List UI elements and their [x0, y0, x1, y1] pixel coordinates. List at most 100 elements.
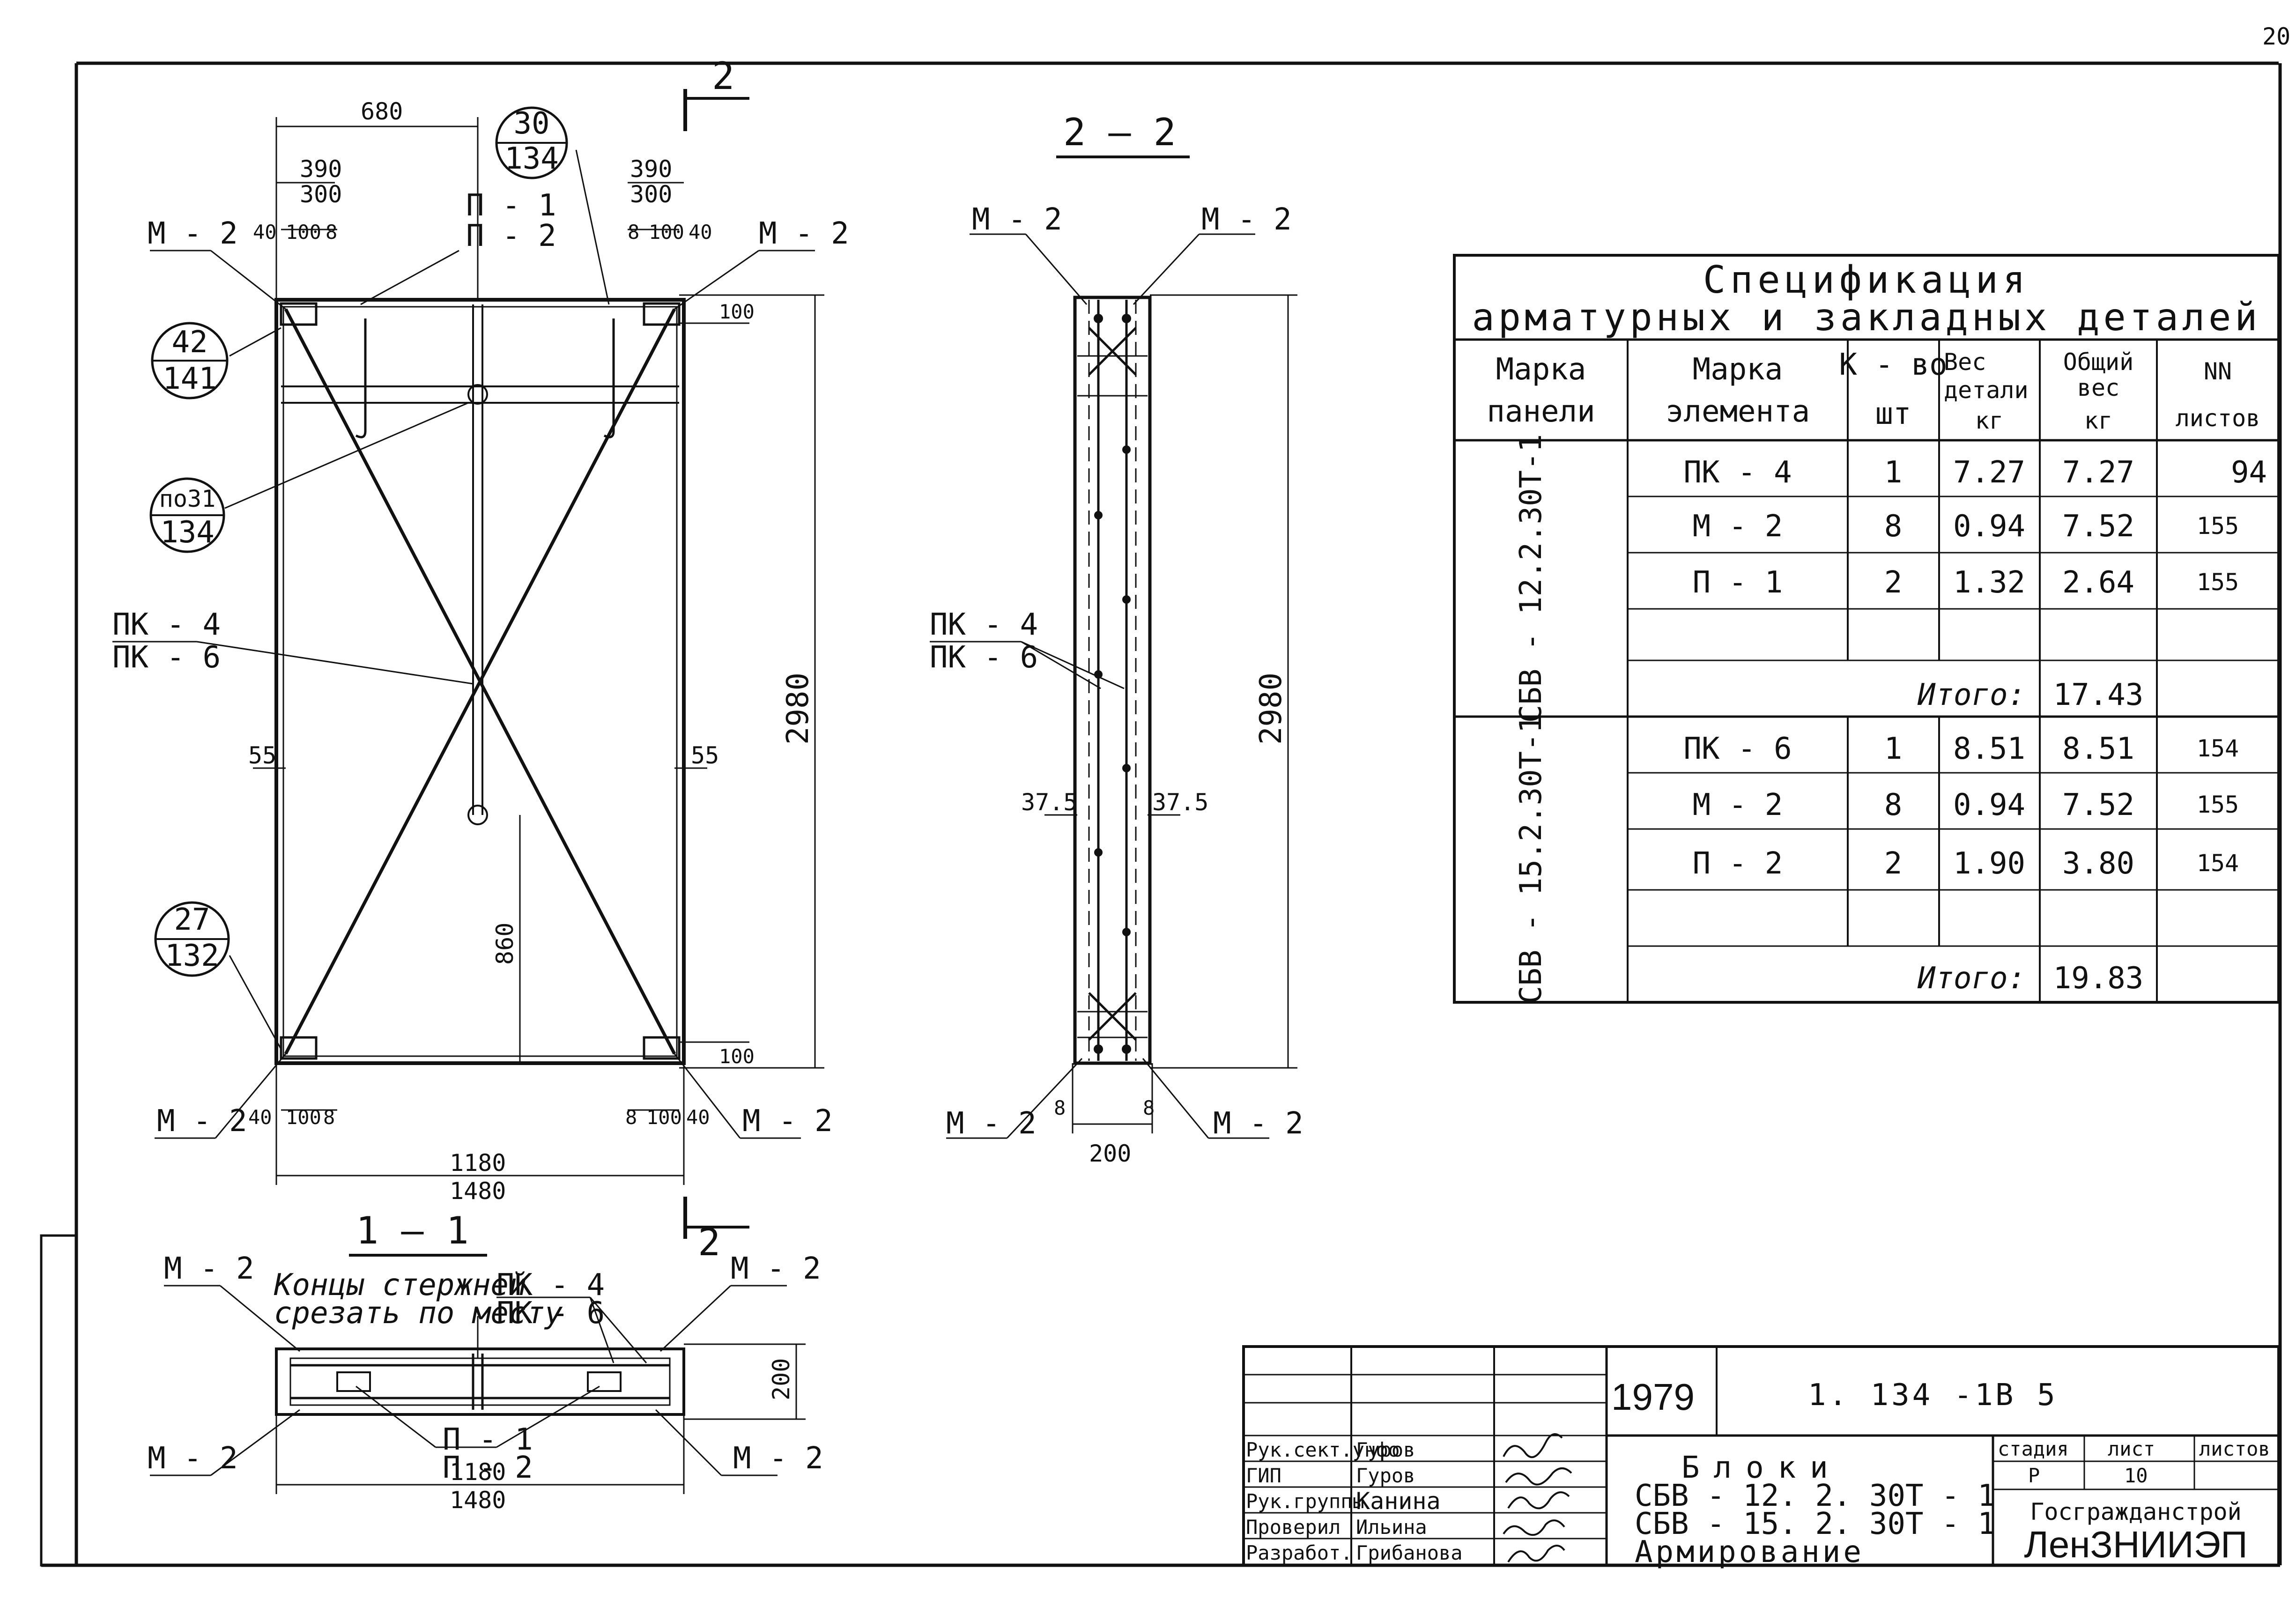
- svg-text:1.32: 1.32: [1953, 565, 2025, 600]
- spec-title-line2: арматурных и закладных деталей: [1472, 296, 2261, 339]
- section-22-title: 2 — 2: [1063, 111, 1176, 154]
- dim-680: 680: [361, 98, 403, 125]
- svg-text:8: 8: [1884, 788, 1903, 822]
- svg-text:детали: детали: [1944, 377, 2029, 404]
- bubble-42-141: 42 141: [151, 322, 229, 400]
- dim-100-top: 100: [719, 300, 755, 323]
- svg-text:0.94: 0.94: [1953, 788, 2025, 822]
- svg-text:42: 42: [171, 325, 207, 360]
- total-value: 19.83: [2053, 961, 2144, 996]
- svg-text:шт: шт: [1875, 397, 1911, 431]
- svg-text:155: 155: [2197, 791, 2239, 818]
- panel-mark: СБВ - 15.2.30Т-1: [1514, 715, 1548, 1004]
- plan-labels: М - 2 М - 2 М - 2 М - 2 П - 1 П - 2 ПК -…: [112, 188, 849, 1139]
- stage-header: стадия: [1998, 1437, 2069, 1460]
- svg-text:7.52: 7.52: [2062, 788, 2134, 822]
- s11-dim-1480: 1480: [450, 1487, 506, 1514]
- s22-pk4: ПК - 4: [930, 607, 1038, 642]
- svg-text:Общий: Общий: [2063, 348, 2134, 376]
- s11-note-line1: Концы стержней: [274, 1268, 526, 1303]
- label-pk6: ПК - 6: [112, 640, 221, 675]
- dim-390-left: 390: [300, 155, 342, 183]
- org-line2: ЛенЗНИИЭП: [2024, 1524, 2247, 1565]
- name-1: Гуров: [1356, 1438, 1415, 1461]
- name-4: Ильина: [1356, 1516, 1427, 1539]
- role-1: Рук.сект.унфо: [1246, 1438, 1400, 1461]
- panel-mark: СБВ - 12.2.30Т-1: [1514, 434, 1548, 723]
- table-row: П - 2 2 1.90 3.80 154: [1693, 846, 2239, 881]
- svg-text:7.27: 7.27: [2062, 455, 2134, 490]
- section-11-labels: М - 2 М - 2 М - 2 М - 2 Концы стержней с…: [148, 1251, 823, 1514]
- spec-group-1: СБВ - 12.2.30Т-1 ПК - 4 1 7.27 7.27 94 М…: [1514, 434, 2267, 723]
- role-3: Рук.группы: [1246, 1490, 1364, 1513]
- svg-text:134: 134: [160, 515, 215, 550]
- s11-pk6: ПК - 6: [496, 1296, 605, 1331]
- label-m2-tr: М - 2: [759, 216, 849, 251]
- dim-1480: 1480: [450, 1177, 506, 1205]
- dim-1180: 1180: [450, 1149, 506, 1177]
- svg-text:154: 154: [2197, 735, 2239, 762]
- dim-8-tl: 8: [326, 221, 337, 244]
- s11-p1: П - 1: [443, 1422, 533, 1457]
- name-2: Гуров: [1356, 1464, 1415, 1487]
- svg-text:2.64: 2.64: [2062, 565, 2134, 600]
- s22-dim-37-5-right: 37.5: [1152, 789, 1208, 816]
- svg-text:П - 1: П - 1: [1693, 565, 1783, 600]
- dim-100-bl: 100: [286, 1106, 321, 1129]
- s22-dim-37-5-left: 37.5: [1021, 789, 1077, 816]
- svg-text:30: 30: [513, 106, 549, 141]
- label-m2-tl: М - 2: [148, 216, 238, 251]
- s22-pk6: ПК - 6: [930, 640, 1038, 675]
- dim-55-left: 55: [248, 742, 276, 769]
- bubble-30-134: 30 134: [495, 106, 568, 179]
- svg-text:Марка: Марка: [1496, 352, 1586, 387]
- svg-text:М - 2: М - 2: [1693, 509, 1783, 544]
- svg-text:141: 141: [163, 362, 217, 396]
- section-22-view: [930, 233, 1297, 1139]
- sheet-value: 10: [2124, 1464, 2148, 1487]
- total-value: 17.43: [2053, 678, 2144, 712]
- svg-text:элемента: элемента: [1666, 394, 1810, 429]
- table-row: ПК - 4 1 7.27 7.27 94: [1683, 455, 2267, 490]
- svg-text:2: 2: [1884, 846, 1903, 881]
- svg-text:К - во: К - во: [1839, 348, 1947, 382]
- dim-100-tr: 100: [649, 221, 684, 244]
- dim-100-tl: 100: [286, 221, 321, 244]
- rebar-dots: [1094, 314, 1131, 1054]
- svg-text:NN: NN: [2204, 358, 2232, 385]
- svg-text:кг: кг: [2084, 407, 2112, 434]
- svg-text:3.80: 3.80: [2062, 846, 2134, 881]
- s22-m2-br: М - 2: [1213, 1106, 1304, 1141]
- s11-p2: П - 2: [443, 1451, 533, 1485]
- section-22-labels: М - 2 М - 2 М - 2 М - 2 ПК - 4 ПК - 6 29…: [930, 202, 1304, 1167]
- dim-100-bottom: 100: [719, 1045, 755, 1068]
- svg-text:панели: панели: [1487, 394, 1595, 429]
- plan-view: [112, 89, 824, 1239]
- dim-40-tr: 40: [689, 221, 712, 244]
- role-5: Разработ.: [1246, 1541, 1353, 1564]
- cut-mark-bottom: 2: [698, 1221, 720, 1264]
- s11-m2-tr: М - 2: [731, 1251, 821, 1286]
- sheet-number: 20: [2262, 23, 2290, 50]
- title-block: [1242, 1345, 2280, 1567]
- title-block-text: 1979 1. 134 -1 В 5 Рук.сект.унфо ГИП Рук…: [1246, 1376, 2270, 1569]
- svg-text:7.27: 7.27: [1953, 455, 2025, 490]
- s22-m2-tl: М - 2: [972, 202, 1062, 237]
- title-line2: СБВ - 12. 2. 30Т - 1: [1635, 1479, 1996, 1513]
- s11-note-line2: срезать по месту: [274, 1296, 563, 1331]
- svg-text:8.51: 8.51: [2062, 732, 2134, 766]
- org-line1: Госгражданстрой: [2030, 1498, 2242, 1525]
- label-m2-br: М - 2: [742, 1104, 833, 1139]
- spec-title-line1: Спецификация: [1703, 258, 2030, 302]
- spec-group-2: СБВ - 15.2.30Т-1 ПК - 6 1 8.51 8.51 154 …: [1514, 715, 2239, 1004]
- s22-dim-2980: 2980: [1254, 673, 1289, 745]
- s11-dim-200: 200: [768, 1358, 795, 1400]
- name-5: Грибанова: [1356, 1541, 1463, 1564]
- label-pk4: ПК - 4: [112, 607, 221, 642]
- doc-issue: В 5: [1995, 1378, 2058, 1413]
- label-p1: П - 1: [466, 188, 556, 223]
- svg-text:2: 2: [1884, 565, 1903, 600]
- dim-390-right: 390: [630, 155, 672, 183]
